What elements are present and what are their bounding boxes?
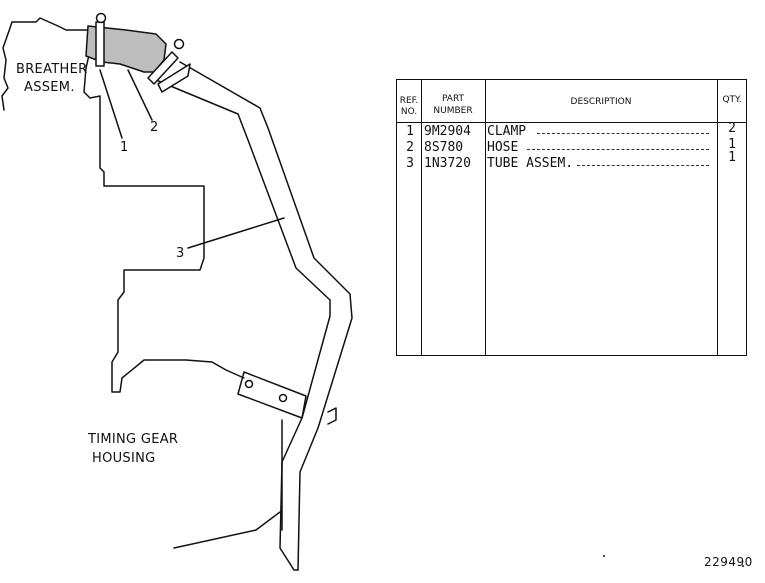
callout-2: 2 [150,120,159,135]
dot [742,565,744,567]
table-row: 1 9M2904 CLAMP 2 [397,121,746,139]
row-qty: 1 [728,150,736,165]
clamp-lower [147,51,179,85]
table-header-rule [397,122,746,123]
tube-assembly-outer [179,61,353,571]
dot [603,555,605,557]
header-qty: QTY. [722,95,742,105]
callout-1: 1 [120,140,129,155]
header-part-line1: PART [441,94,465,104]
clamp-lower-bolt [173,38,185,50]
clamp-upper [95,21,105,67]
header-ref-line1: REF. [399,96,419,106]
table-row: 2 8S780 HOSE 1 [397,137,746,155]
leader-3 [187,217,285,249]
bracket-hole-2 [278,393,288,403]
row-part-number: 8S780 [424,140,464,155]
tube-bracket-tab [327,407,337,425]
tube-bracket [237,371,307,419]
row-dot-leader [537,125,709,134]
leader-2 [127,69,153,121]
breather-assembly-outline [2,17,245,393]
row-ref: 2 [406,140,414,155]
row-qty: 2 [728,121,736,136]
breather-label-line1: BREATHER [16,62,88,77]
parts-table: REF. NO. PART NUMBER DESCRIPTION QTY. 1 … [396,79,747,356]
leader-1 [99,69,123,139]
callout-3: 3 [176,246,185,261]
row-dot-leader [577,157,709,166]
row-part-number: 1N3720 [424,156,471,171]
breather-assembly-left-edge [1,47,9,111]
row-ref: 3 [406,156,414,171]
header-ref-line2: NO. [400,107,418,117]
clamp-upper-bolt [95,12,107,24]
row-qty: 1 [728,137,736,152]
header-description: DESCRIPTION [570,97,632,107]
row-description: HOSE [487,140,519,155]
table-column-rule [421,80,422,355]
bracket-hole-1 [244,379,254,389]
row-part-number: 9M2904 [424,124,471,139]
tube-assembly-inner [155,79,331,571]
timing-gear-label-line1: TIMING GEAR [88,432,179,447]
row-description: TUBE ASSEM. [487,156,574,171]
table-row: 3 1N3720 TUBE ASSEM. 1 [397,151,746,171]
drawing-number: 229490 [704,555,753,569]
clamp-lower-band [157,63,191,93]
timing-housing-bottom-line [173,511,281,549]
row-ref: 1 [406,124,414,139]
row-description: CLAMP [487,124,527,139]
header-part-line2: NUMBER [433,106,473,116]
table-column-rule [485,80,486,355]
table-column-rule [717,80,718,355]
breather-label-line2: ASSEM. [24,80,75,95]
row-dot-leader [527,141,709,150]
timing-gear-label-line2: HOUSING [92,451,156,466]
